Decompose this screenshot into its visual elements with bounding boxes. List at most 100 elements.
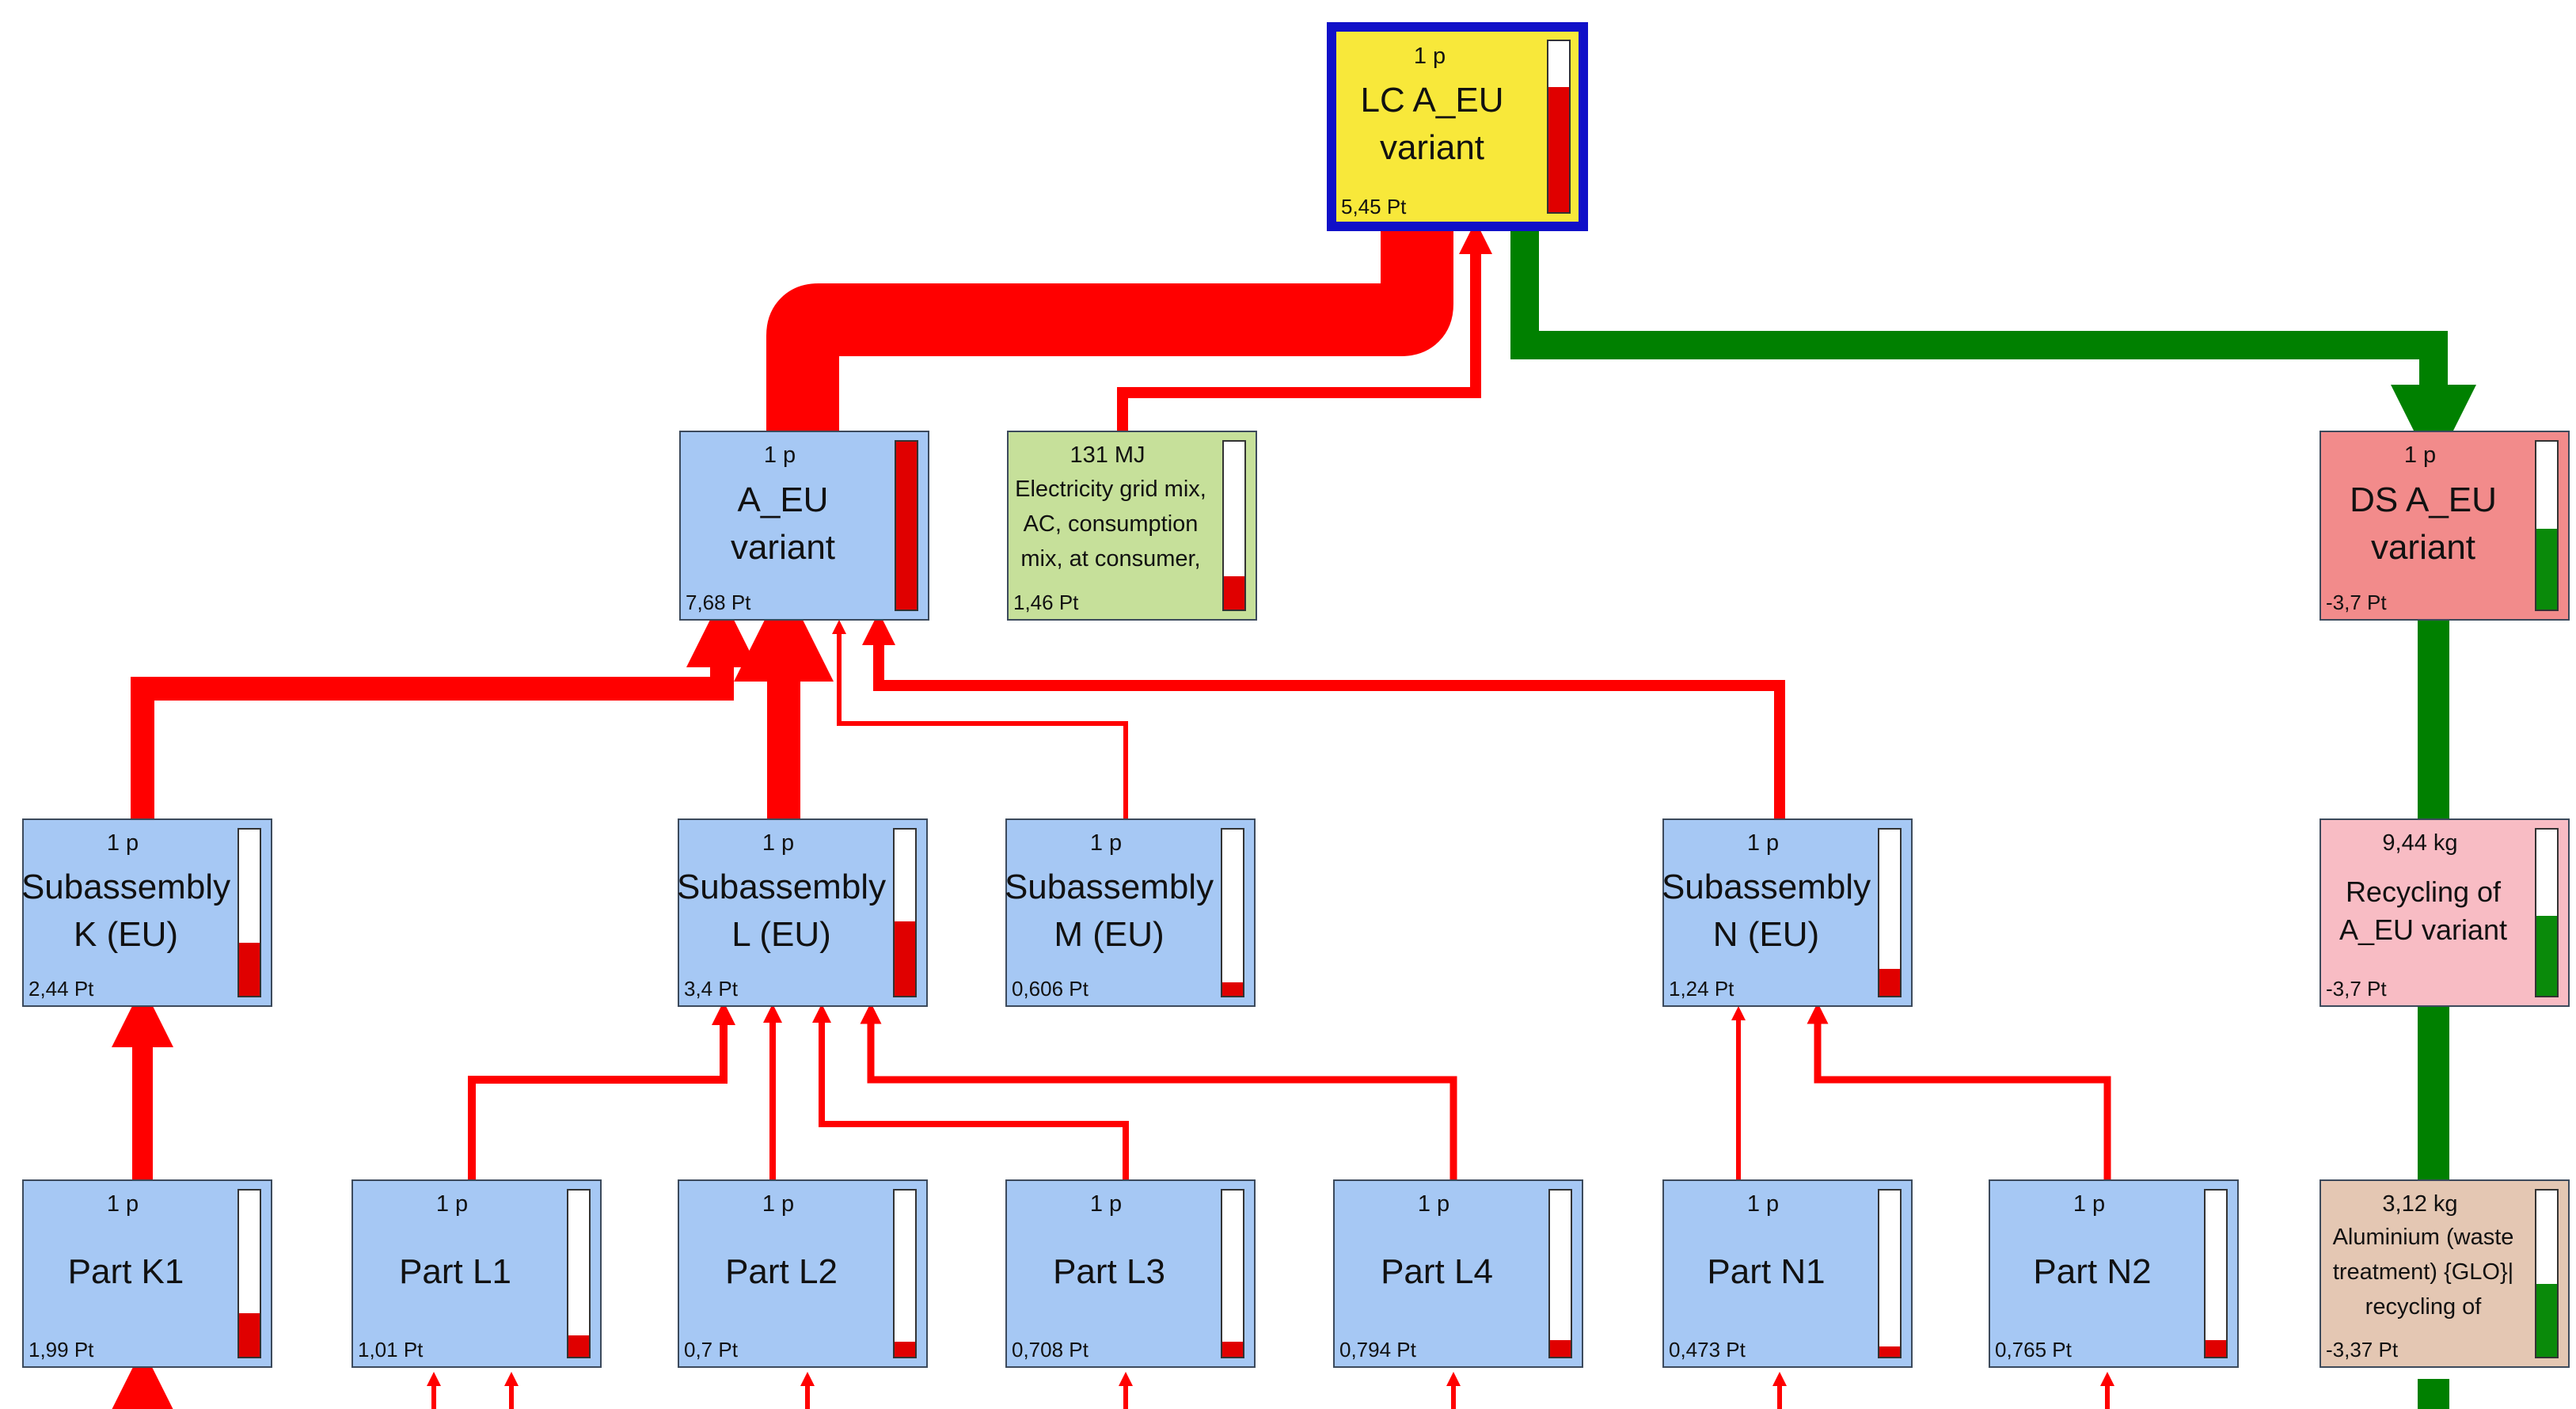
impact-level-fill — [1550, 1340, 1571, 1357]
node-score: -3,7 Pt — [2326, 977, 2387, 1001]
node-name: Subassembly M (EU) — [1004, 868, 1214, 954]
node-amount: 1 p — [1746, 1191, 1780, 1217]
node-name: Subassembly L (EU) — [676, 868, 887, 954]
node-electricity-grid-mix[interactable]: 131 MJ Electricity grid mix, AC, consumpt… — [1007, 431, 1257, 621]
node-name: Part L1 — [399, 1252, 511, 1291]
impact-level-bar — [1221, 1189, 1244, 1358]
impact-level-bar — [1878, 828, 1902, 997]
impact-level-bar — [237, 828, 261, 997]
node-score: 2,44 Pt — [28, 977, 94, 1001]
node-score: 1,99 Pt — [28, 1338, 94, 1362]
node-amount: 1 p — [1413, 44, 1446, 69]
node-name: Part N2 — [2033, 1252, 2152, 1291]
impact-level-bar — [893, 828, 917, 997]
node-amount: 131 MJ — [1070, 442, 1146, 468]
impact-level-fill — [568, 1335, 589, 1357]
node-name: Part L4 — [1381, 1252, 1493, 1291]
flow-part-l1-to-l[interactable] — [468, 1001, 735, 1179]
node-amount: 3,12 kg — [2382, 1191, 2458, 1217]
node-score: 3,4 Pt — [684, 977, 738, 1001]
impact-level-fill — [2206, 1340, 2226, 1357]
node-score: -3,7 Pt — [2326, 591, 2387, 614]
impact-level-fill — [1222, 982, 1243, 996]
impact-level-fill — [1548, 87, 1569, 212]
flow-a-eu-variant-to-root[interactable] — [766, 231, 1453, 431]
flow-part-l3-to-l[interactable] — [812, 1004, 1129, 1179]
node-amount: 9,44 kg — [2382, 830, 2458, 856]
impact-level-bar — [567, 1189, 591, 1358]
impact-level-fill — [896, 442, 917, 610]
node-score: 0,473 Pt — [1669, 1338, 1746, 1362]
node-subassembly-k-eu[interactable]: 1 p Subassembly K (EU) 2,44 Pt — [21, 818, 272, 1007]
node-part-l2[interactable]: 1 p Part L2 0,7 Pt — [678, 1179, 928, 1368]
impact-level-fill — [895, 921, 915, 996]
node-name: Subassembly K (EU) — [21, 868, 231, 954]
impact-level-bar — [1878, 1189, 1902, 1358]
node-name: A_EU variant — [730, 480, 836, 567]
impact-level-fill — [1879, 1346, 1900, 1357]
node-name: Electricity grid mix, AC, consumption mi… — [1015, 477, 1206, 572]
impact-level-bar — [2535, 1189, 2559, 1358]
node-score: 7,68 Pt — [686, 591, 751, 614]
node-name: Subassembly N (EU) — [1661, 868, 1871, 954]
flow-part-n2-to-n[interactable] — [1807, 1002, 2111, 1179]
node-amount: 1 p — [435, 1191, 469, 1217]
node-score: 0,765 Pt — [1995, 1338, 2072, 1362]
node-score: -3,37 Pt — [2326, 1338, 2399, 1362]
node-part-l1[interactable]: 1 p Part L1 1,01 Pt — [351, 1179, 602, 1368]
node-part-n1[interactable]: 1 p Part N1 0,473 Pt — [1662, 1179, 1913, 1368]
node-part-n2[interactable]: 1 p Part N2 0,765 Pt — [1989, 1179, 2239, 1368]
node-amount: 1 p — [763, 442, 796, 468]
node-subassembly-l-eu[interactable]: 1 p Subassembly L (EU) 3,4 Pt — [676, 818, 928, 1007]
node-amount: 1 p — [2073, 1191, 2106, 1217]
node-amount: 1 p — [762, 830, 795, 856]
node-name: LC A_EU variant — [1360, 81, 1504, 167]
impact-level-bar — [1548, 1189, 1572, 1358]
flow-subassembly-n-to-a-eu[interactable] — [862, 612, 1785, 818]
flow-electricity-to-root[interactable] — [1117, 221, 1492, 431]
impact-level-fill — [895, 1342, 915, 1357]
node-name: DS A_EU variant — [2350, 480, 2497, 567]
node-amount: 1 p — [2403, 442, 2437, 468]
impact-level-fill — [1879, 969, 1900, 996]
node-ds-a-eu-variant[interactable]: 1 p DS A_EU variant -3,7 Pt — [2320, 431, 2570, 621]
node-name: Recycling of A_EU variant — [2339, 875, 2508, 946]
node-name: Part K1 — [67, 1252, 184, 1291]
node-score: 1,01 Pt — [358, 1338, 424, 1362]
node-amount: 1 p — [106, 1191, 139, 1217]
node-name: Part N1 — [1707, 1252, 1826, 1291]
node-part-k1[interactable]: 1 p Part K1 1,99 Pt — [22, 1179, 272, 1368]
impact-level-fill — [2536, 916, 2557, 996]
impact-level-bar — [1221, 828, 1244, 997]
impact-level-fill — [239, 942, 260, 996]
flow-part-l4-to-l[interactable] — [860, 1002, 1457, 1179]
node-amount: 1 p — [1417, 1191, 1450, 1217]
impact-level-bar — [893, 1189, 917, 1358]
node-a-eu-variant[interactable]: 1 p A_EU variant 7,68 Pt — [679, 431, 929, 621]
impact-level-fill — [1224, 575, 1244, 610]
node-amount: 1 p — [106, 830, 139, 856]
node-name: Part L2 — [725, 1252, 838, 1291]
impact-level-bar — [895, 440, 918, 611]
node-name: Part L3 — [1053, 1252, 1165, 1291]
node-score: 0,708 Pt — [1012, 1338, 1089, 1362]
node-score: 1,46 Pt — [1013, 591, 1079, 614]
node-amount: 1 p — [762, 1191, 795, 1217]
impact-level-bar — [1547, 40, 1571, 214]
impact-level-fill — [239, 1313, 260, 1357]
node-amount: 1 p — [1089, 830, 1123, 856]
flow-root-to-ds[interactable] — [1510, 231, 2476, 470]
impact-level-fill — [1222, 1342, 1243, 1357]
flow-subassembly-m-to-a-eu[interactable] — [832, 620, 1128, 818]
flow-subassembly-k-to-a-eu[interactable] — [131, 596, 758, 818]
node-score: 0,7 Pt — [684, 1338, 738, 1362]
node-score: 1,24 Pt — [1669, 977, 1734, 1001]
node-recycling-of-a-eu-variant[interactable]: 9,44 kg Recycling of A_EU variant -3,7 Pt — [2320, 818, 2570, 1007]
